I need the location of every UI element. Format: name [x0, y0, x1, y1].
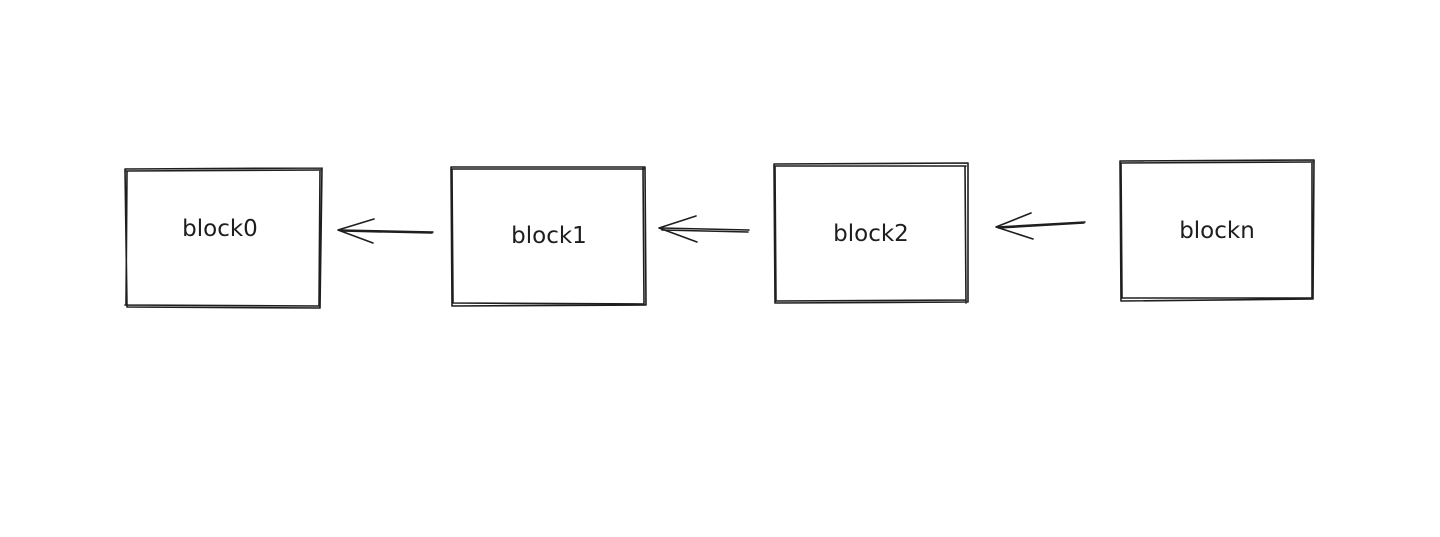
arrow-block1-to-block0 — [337, 218, 434, 244]
block-block2-label: block2 — [833, 221, 909, 247]
block-block1[interactable]: block1 — [450, 166, 647, 307]
block-block0-label: block0 — [182, 216, 258, 242]
arrow-block2-to-block1-head — [658, 215, 698, 243]
block-block0-border — [124, 167, 323, 309]
block-blockn[interactable]: blockn — [1119, 159, 1315, 302]
block-block0[interactable]: block0 — [124, 167, 323, 309]
block-block2[interactable]: block2 — [773, 162, 969, 304]
block-block2-border — [773, 162, 969, 304]
arrow-blockn-to-block2-head — [995, 212, 1034, 240]
arrow-blockn-to-block2-shaft — [997, 221, 1086, 229]
arrow-block1-to-block0-shaft — [339, 229, 434, 234]
arrow-block2-to-block1 — [658, 215, 750, 243]
block-block1-label: block1 — [511, 223, 587, 249]
arrow-block1-to-block0-head — [337, 218, 375, 244]
block-block1-border — [450, 166, 647, 307]
arrow-blockn-to-block2 — [995, 212, 1086, 240]
block-blockn-label: blockn — [1179, 218, 1255, 244]
block-blockn-border — [1119, 159, 1315, 302]
arrow-block2-to-block1-shaft — [660, 227, 750, 233]
